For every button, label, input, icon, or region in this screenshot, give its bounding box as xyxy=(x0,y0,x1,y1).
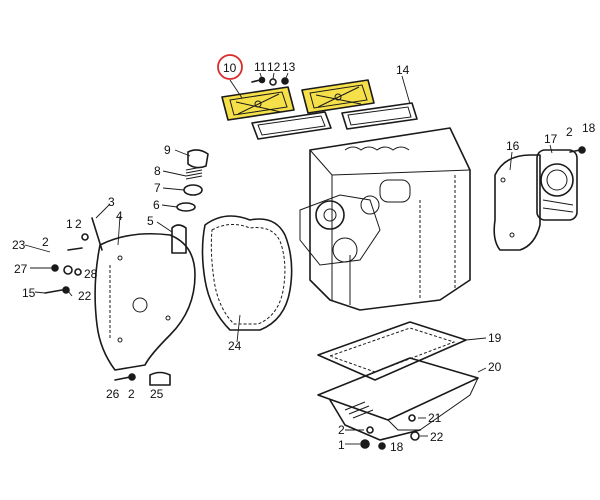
label-4: 4 xyxy=(116,209,123,223)
engine-block xyxy=(299,127,471,311)
rear-seal-housing xyxy=(536,149,578,221)
cover-plate-left xyxy=(221,86,295,121)
cover-plate-left-fill xyxy=(221,86,295,121)
cover-gasket-left xyxy=(251,111,332,140)
label-27: 27 xyxy=(14,262,28,276)
label-19: 19 xyxy=(488,331,502,345)
label-3: 3 xyxy=(108,195,115,209)
label-11: 11 xyxy=(254,60,267,74)
label-1-bottom: 1 xyxy=(338,438,345,452)
timing-cover-gasket xyxy=(201,215,293,331)
label-12: 12 xyxy=(267,60,281,74)
water-pump-fittings xyxy=(44,217,103,294)
rear-cover xyxy=(493,154,541,251)
label-2-side: 2 xyxy=(42,235,49,249)
oil-pan-gasket xyxy=(317,321,467,381)
label-2-right: 2 xyxy=(566,125,573,139)
cover-gasket-right xyxy=(341,102,418,130)
label-26: 26 xyxy=(106,387,120,401)
label-2-pan: 2 xyxy=(338,423,345,437)
timing-cover xyxy=(94,232,196,371)
label-8: 8 xyxy=(154,164,161,178)
leader-lines xyxy=(24,72,553,445)
label-21: 21 xyxy=(428,411,442,425)
label-22-right: 22 xyxy=(430,430,444,444)
label-23: 23 xyxy=(12,238,26,252)
label-2-left: 2 xyxy=(75,217,82,231)
label-28: 28 xyxy=(84,267,98,281)
label-13: 13 xyxy=(282,60,296,74)
label-5: 5 xyxy=(147,214,154,228)
label-9: 9 xyxy=(164,143,171,157)
label-22-left: 22 xyxy=(78,289,92,303)
label-17: 17 xyxy=(544,132,558,146)
label-24: 24 xyxy=(228,339,242,353)
label-6: 6 xyxy=(153,198,160,212)
drain-plug-group xyxy=(360,414,420,450)
cover-plate-right-fill xyxy=(301,79,375,114)
label-7: 7 xyxy=(154,181,161,195)
label-25: 25 xyxy=(150,387,164,401)
label-14: 14 xyxy=(396,63,410,77)
label-18-top: 18 xyxy=(582,121,596,135)
cover-plate-right xyxy=(301,79,375,114)
label-1-left: 1 xyxy=(66,217,73,231)
label-10: 10 xyxy=(223,61,237,75)
cover-bolts-bottom xyxy=(114,371,171,386)
label-16: 16 xyxy=(506,139,520,153)
label-2-bottom: 2 xyxy=(128,387,135,401)
label-20: 20 xyxy=(488,360,502,374)
part-labels: 10 11 12 13 14 9 8 7 6 5 3 1 2 4 23 2 27… xyxy=(12,60,596,454)
highlight-circle xyxy=(217,54,243,80)
oil-pan xyxy=(317,357,479,441)
bolt-washer-nut-set xyxy=(251,76,289,86)
rear-bolt xyxy=(569,146,586,154)
label-15: 15 xyxy=(22,286,36,300)
label-18-bottom: 18 xyxy=(390,440,404,454)
